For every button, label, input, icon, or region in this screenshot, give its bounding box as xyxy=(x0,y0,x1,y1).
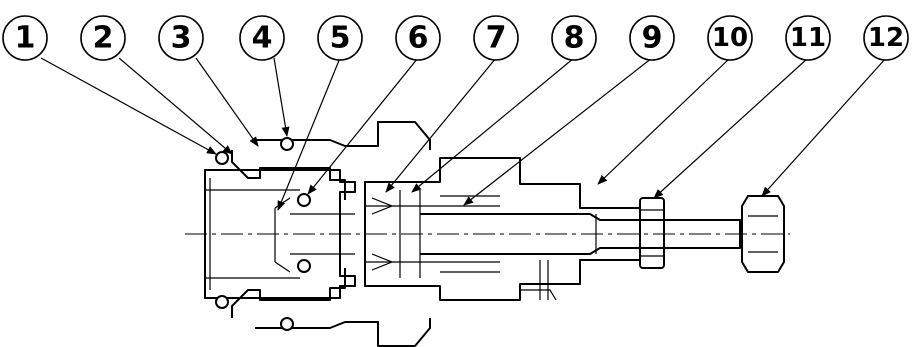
callout-9: 9 xyxy=(629,15,675,61)
callout-8-label: 8 xyxy=(564,21,585,56)
callout-6-label: 6 xyxy=(408,21,429,56)
callout-9-label: 9 xyxy=(642,21,663,56)
callout-12-label: 12 xyxy=(868,23,904,53)
o-ring-4-bottom xyxy=(280,317,294,331)
o-rings xyxy=(215,137,311,331)
callout-1-label: 1 xyxy=(15,21,36,56)
callout-6: 6 xyxy=(395,15,441,61)
stem xyxy=(420,213,741,301)
o-ring-4-top xyxy=(280,137,294,151)
bolt-head xyxy=(741,195,785,273)
plug-body xyxy=(204,169,356,299)
callout-3-label: 3 xyxy=(171,21,192,56)
o-ring-1-top xyxy=(215,151,229,165)
callout-11: 11 xyxy=(785,15,831,61)
socket-body xyxy=(364,157,641,301)
nut xyxy=(639,197,665,269)
o-ring-6-top xyxy=(297,193,311,207)
callout-12: 12 xyxy=(863,15,909,61)
callout-10: 10 xyxy=(707,15,753,61)
callout-5: 5 xyxy=(317,15,363,61)
sleeve xyxy=(231,121,431,347)
callout-4: 4 xyxy=(239,15,285,61)
callout-7-label: 7 xyxy=(486,21,507,56)
callout-10-label: 10 xyxy=(712,23,748,53)
callout-7: 7 xyxy=(473,15,519,61)
callout-1: 1 xyxy=(2,15,48,61)
leader-lines xyxy=(40,57,887,211)
callout-3: 3 xyxy=(158,15,204,61)
callout-2-label: 2 xyxy=(93,21,114,56)
o-ring-1-bottom xyxy=(215,295,229,309)
callout-8: 8 xyxy=(551,15,597,61)
callout-4-label: 4 xyxy=(252,21,273,56)
callout-5-label: 5 xyxy=(330,21,351,56)
o-ring-6-bottom xyxy=(297,259,311,273)
callout-11-label: 11 xyxy=(790,23,826,53)
callout-2: 2 xyxy=(80,15,126,61)
